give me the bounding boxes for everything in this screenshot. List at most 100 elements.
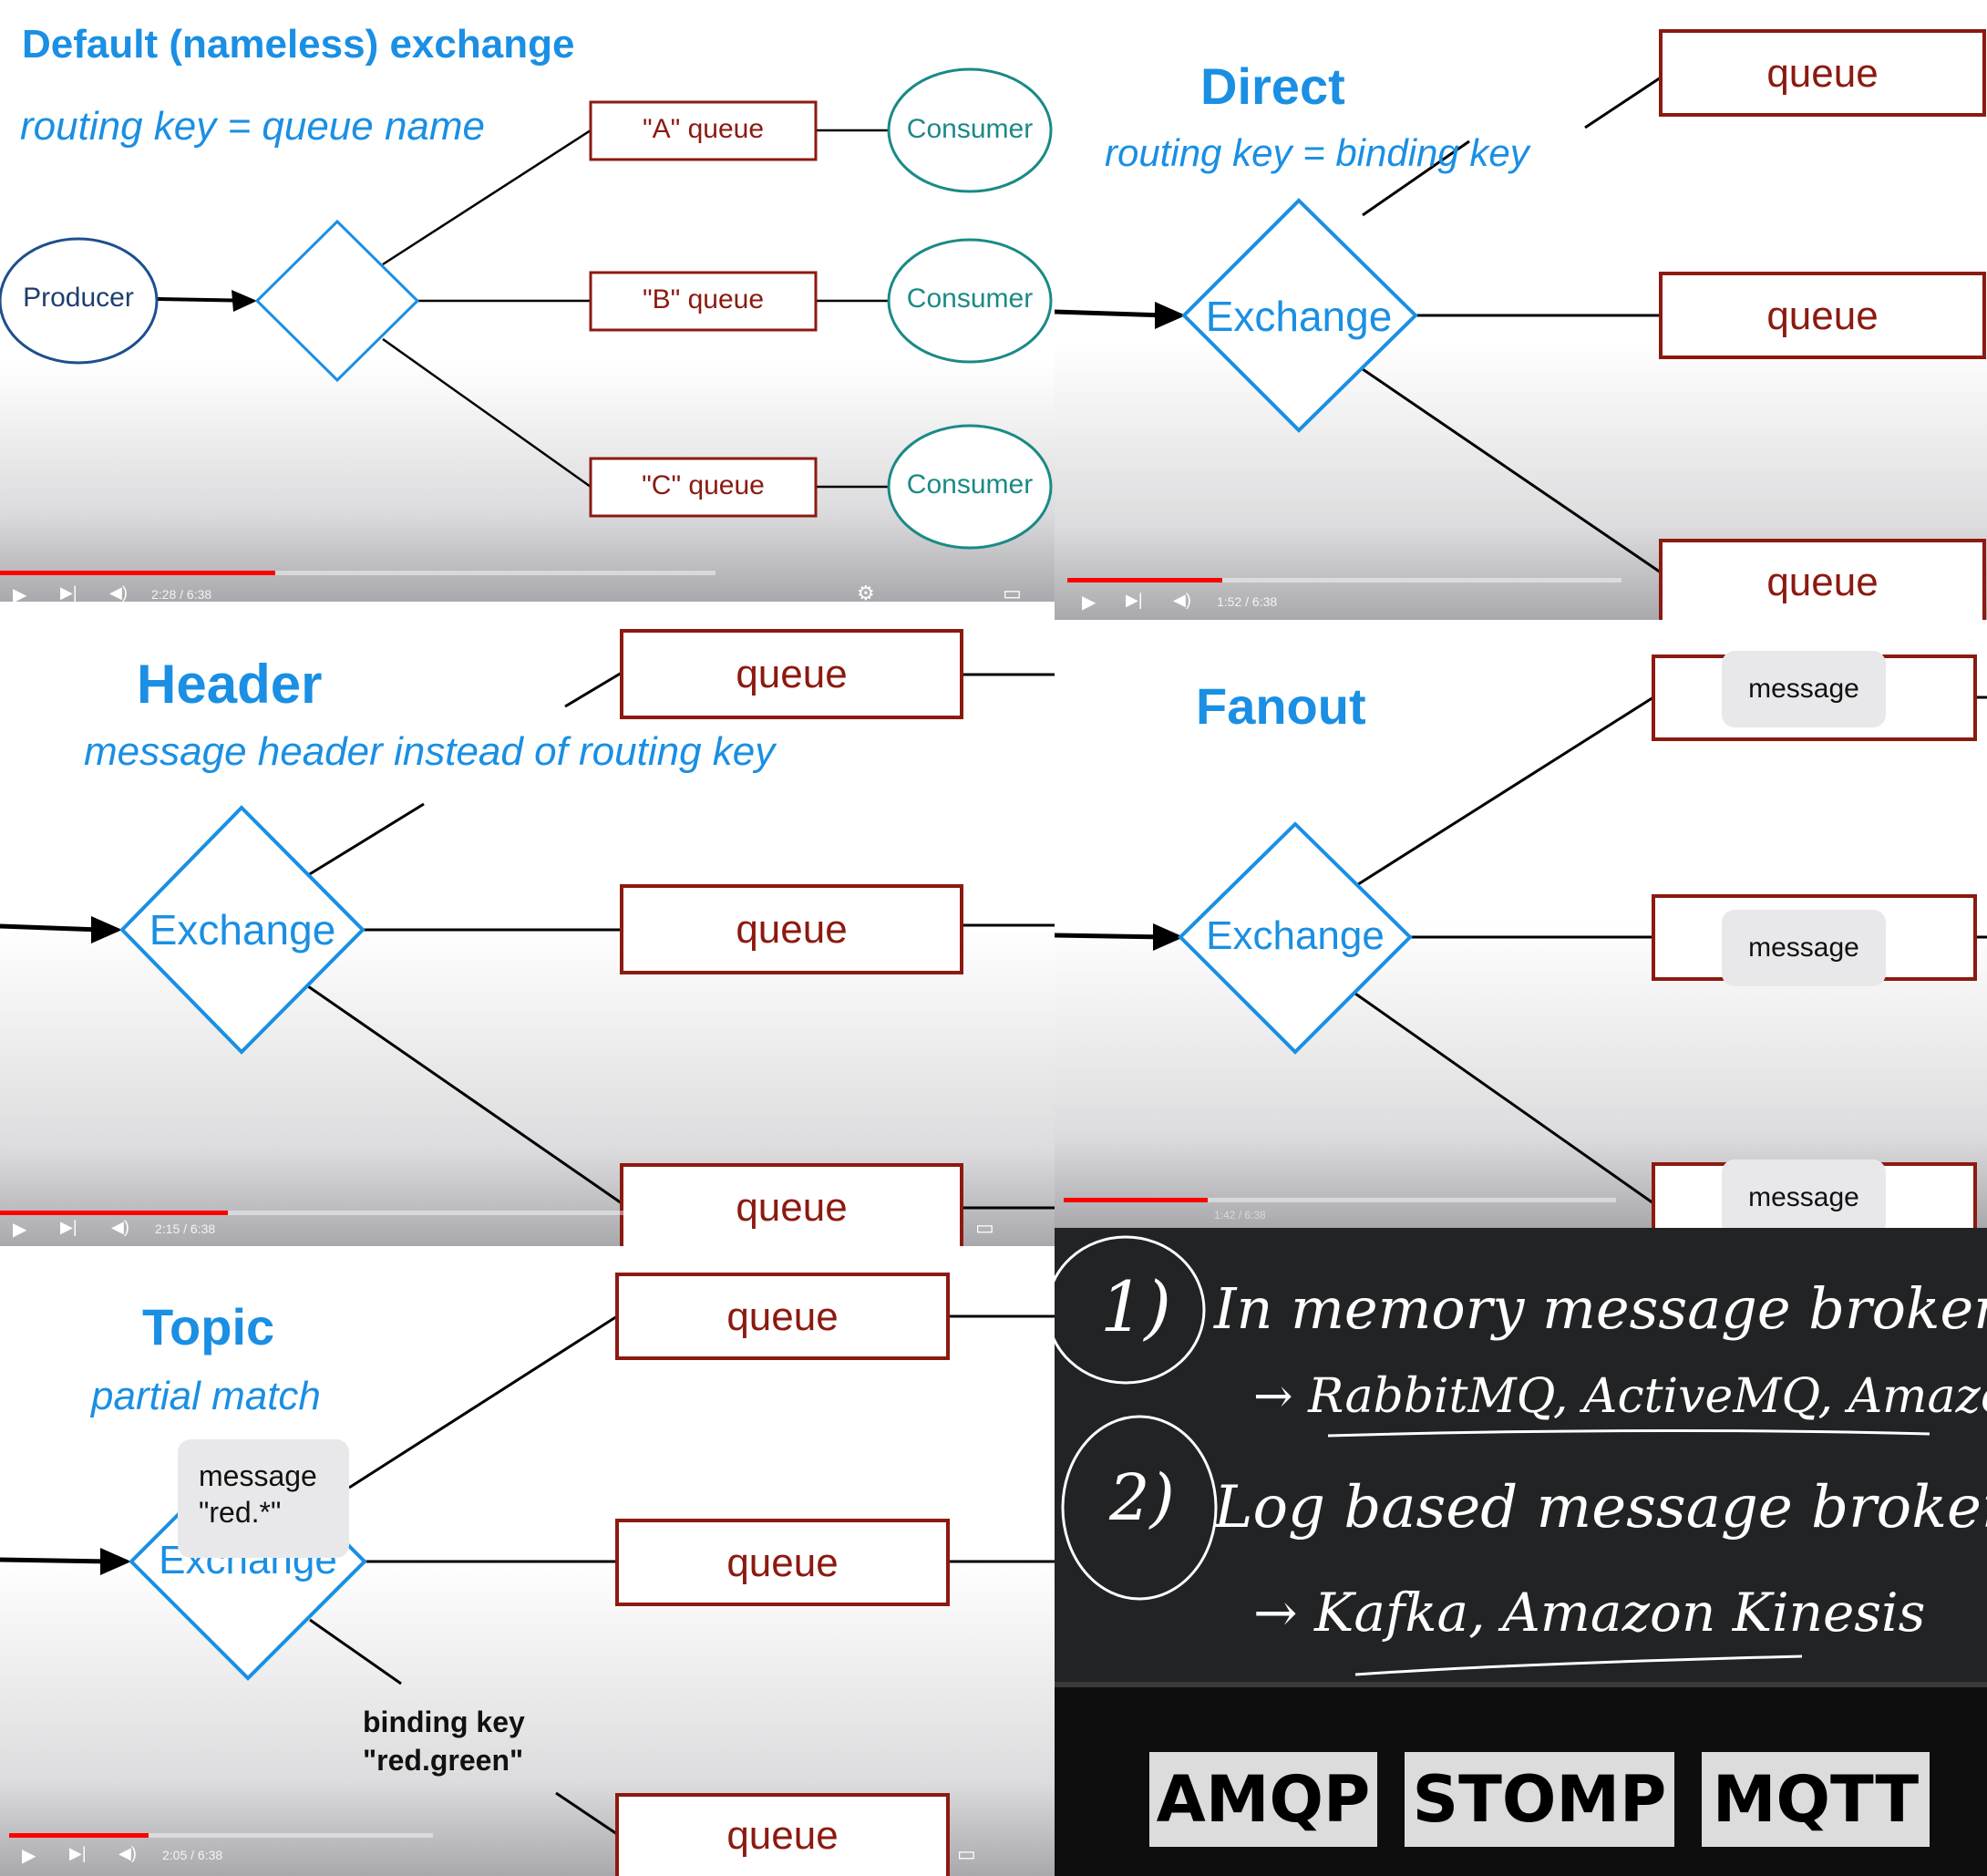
exchange-label: Exchange xyxy=(1206,913,1385,958)
progress-bar[interactable] xyxy=(9,1833,433,1838)
progress-bar[interactable] xyxy=(0,1211,670,1215)
arrow-head xyxy=(91,916,122,943)
exchange-diamond xyxy=(1178,821,1413,1055)
producer-label: Producer xyxy=(23,283,134,313)
topic-diagram xyxy=(0,1246,1055,1876)
queue-box-top xyxy=(1659,29,1986,117)
circle-mark xyxy=(1061,1415,1218,1601)
panel-topic: Topic partial match Exchange message "re… xyxy=(0,1246,1055,1876)
exchange-diamond xyxy=(254,219,420,383)
circle-mark xyxy=(1055,1235,1206,1385)
item-2-text: Log based message brokers xyxy=(1214,1474,1987,1541)
volume-icon[interactable]: ◀) xyxy=(111,1218,129,1236)
fullscreen-icon[interactable]: ▭ xyxy=(975,1216,994,1239)
queue-label: queue xyxy=(1766,560,1879,604)
progress-fill xyxy=(0,1211,228,1215)
volume-icon[interactable]: ◀) xyxy=(109,583,128,602)
subtitle: routing key = binding key xyxy=(1105,131,1529,174)
fullscreen-icon[interactable]: ▭ xyxy=(957,1842,976,1865)
queue-label: queue xyxy=(726,1813,839,1858)
arrow-head xyxy=(232,290,257,312)
message-bubble: message "red.*" xyxy=(178,1439,349,1558)
time-readout: 1:42 / 6:38 xyxy=(1214,1209,1266,1221)
page-title: Topic xyxy=(142,1298,275,1355)
subtitle: partial match xyxy=(91,1374,321,1418)
exchange-label: Exchange xyxy=(149,906,336,953)
queue-a-label: "A" queue xyxy=(642,114,765,144)
binding-key-value: "red.green" xyxy=(363,1744,524,1777)
notes-circles xyxy=(1055,1235,1930,1676)
item-1-number: 1) xyxy=(1100,1266,1172,1347)
panel-default-exchange: Default (nameless) exchange routing key … xyxy=(0,0,1055,602)
fullscreen-icon[interactable]: ▭ xyxy=(1003,582,1022,602)
time-readout: 1:52 / 6:38 xyxy=(1217,594,1278,609)
progress-bar[interactable] xyxy=(1064,1198,1616,1202)
queue-label: queue xyxy=(1766,294,1879,338)
next-icon[interactable]: ▶| xyxy=(60,1218,77,1236)
time-readout: 2:15 / 6:38 xyxy=(155,1221,216,1236)
consumer-label: Consumer xyxy=(906,114,1034,144)
page-title: Fanout xyxy=(1196,677,1366,735)
volume-icon[interactable]: ◀) xyxy=(1173,591,1191,609)
queue-box-bottom xyxy=(1659,539,1986,620)
next-icon[interactable]: ▶| xyxy=(1126,591,1143,609)
volume-icon[interactable]: ◀) xyxy=(118,1844,137,1862)
settings-icon[interactable]: ⚙ xyxy=(1902,589,1920,612)
default-diagram xyxy=(0,0,1055,602)
arrow-head xyxy=(1155,302,1186,329)
consumer-label: Consumer xyxy=(906,283,1034,314)
queue-box-top xyxy=(620,629,963,719)
play-icon[interactable]: ▶ xyxy=(13,585,27,602)
queue-a-box xyxy=(589,100,818,161)
progress-bar[interactable] xyxy=(0,571,716,575)
binding-key-label: binding key xyxy=(363,1706,525,1738)
next-icon[interactable]: ▶| xyxy=(69,1844,87,1862)
direct-diagram xyxy=(1055,0,1987,620)
queue-box-bottom xyxy=(615,1793,950,1876)
queue-b-box xyxy=(589,271,818,332)
next-icon[interactable]: ▶| xyxy=(60,583,77,602)
play-icon[interactable]: ▶ xyxy=(13,1220,27,1240)
video-controls: ▶ ▶| ◀) 2:05 / 6:38 ⚙ ▭ xyxy=(0,1830,1055,1866)
panel-notes: 1) In memory message brokers → RabbitMQ,… xyxy=(1055,1228,1987,1876)
queue-label: queue xyxy=(736,1185,848,1230)
queue-label: queue xyxy=(736,652,848,696)
panel-header: Header message header instead of routing… xyxy=(0,602,1055,1246)
progress-fill xyxy=(9,1833,149,1838)
queue-box-middle xyxy=(1659,272,1986,359)
item-1-text: In memory message brokers xyxy=(1214,1275,1987,1342)
message-pattern: "red.*" xyxy=(199,1496,282,1529)
video-controls: ▶ ▶| ◀) 2:28 / 6:38 ⚙ ▭ xyxy=(0,565,1055,602)
item-2-number: 2) xyxy=(1109,1460,1175,1535)
time-readout: 2:28 / 6:38 xyxy=(151,587,212,602)
consumer-ellipse-3 xyxy=(887,424,1053,550)
video-controls: ▶ ▶| ◀) 2:15 / 6:38 ⚙ ▭ xyxy=(0,1205,1055,1242)
arrow-head xyxy=(100,1548,131,1575)
queue-b-label: "B" queue xyxy=(642,284,765,314)
message-bubble: message xyxy=(1722,651,1886,727)
producer-ellipse xyxy=(0,237,159,365)
protocols-strip: AMQP STOMP MQTT xyxy=(1055,1687,1987,1876)
page-title: Direct xyxy=(1200,57,1345,115)
settings-icon[interactable]: ⚙ xyxy=(857,582,875,602)
time-readout: 2:05 / 6:38 xyxy=(162,1848,223,1862)
protocol-stomp: STOMP xyxy=(1405,1752,1674,1847)
subtitle: message header instead of routing key xyxy=(84,729,776,774)
underline xyxy=(1327,1428,1930,1438)
item-2-examples: → Kafka, Amazon Kinesis xyxy=(1253,1582,1926,1644)
progress-fill xyxy=(1067,578,1223,582)
play-icon[interactable]: ▶ xyxy=(1082,593,1096,613)
progress-bar[interactable] xyxy=(1067,578,1622,582)
exchange-label: Exchange xyxy=(1205,293,1393,340)
panel-direct: Direct routing key = binding key Exchang… xyxy=(1055,0,1987,620)
queue-c-label: "C" queue xyxy=(642,470,765,500)
divider xyxy=(1055,1682,1987,1687)
queue-box-middle xyxy=(620,884,963,974)
underline xyxy=(1354,1654,1803,1676)
item-1-examples: → RabbitMQ, ActiveMQ, Amazon SQS xyxy=(1253,1369,1987,1424)
settings-icon[interactable]: ⚙ xyxy=(871,1216,890,1239)
queue-box-top xyxy=(615,1273,950,1360)
protocol-amqp: AMQP xyxy=(1149,1752,1377,1847)
settings-icon[interactable]: ⚙ xyxy=(862,1842,880,1865)
play-icon[interactable]: ▶ xyxy=(22,1846,36,1866)
